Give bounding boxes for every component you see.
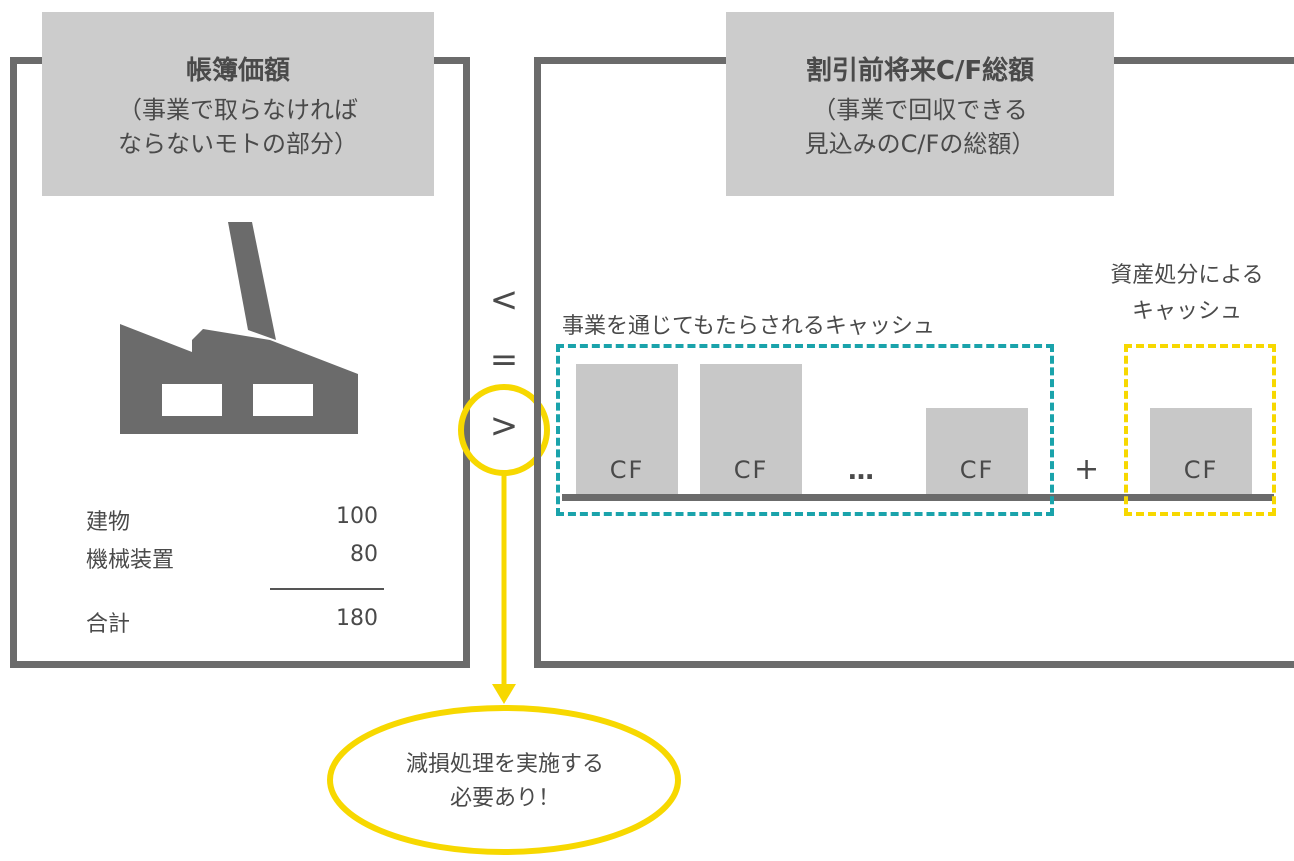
cf-bar-label: CF: [609, 456, 645, 484]
total-divider: [270, 588, 384, 590]
plus-sign: +: [1074, 452, 1100, 487]
cf-bar-disposal: CF: [1150, 408, 1252, 496]
disposal-cash-label: 資産処分による キャッシュ: [1110, 263, 1264, 324]
ellipsis: …: [848, 456, 874, 486]
factory-icon: [120, 222, 358, 434]
asset-label-building: 建物: [86, 510, 131, 535]
greater-than-sign: >: [489, 406, 519, 446]
less-than-sign: <: [489, 280, 519, 320]
business-cash-label: 事業を通じてもたらされるキャッシュ: [562, 314, 935, 339]
asset-label-machinery: 機械装置: [86, 548, 175, 573]
equal-sign: =: [489, 340, 519, 380]
total-label: 合計: [86, 612, 131, 637]
cf-bar-2: CF: [700, 364, 802, 496]
asset-value-building: 100: [336, 504, 378, 529]
conclusion-text: 減損処理を実施する 必要あり！: [405, 752, 604, 811]
asset-value-machinery: 80: [350, 542, 378, 567]
disposal-cash-group: [1124, 344, 1276, 516]
future-cf-title: 割引前将来C/F総額: [805, 56, 1035, 86]
business-cash-group: [556, 344, 1054, 516]
future-cf-header: 割引前将来C/F総額 （事業で回収できる 見込みのC/Fの総額）: [726, 12, 1114, 196]
total-value: 180: [336, 606, 378, 631]
book-value-subtitle: （事業で取らなければ ならないモトの部分）: [118, 96, 358, 158]
book-value-title: 帳簿価額: [185, 56, 290, 86]
cf-bar-3: CF: [926, 408, 1028, 496]
cf-bar-1: CF: [576, 364, 678, 496]
future-cf-subtitle: （事業で回収できる 見込みのC/Fの総額）: [804, 96, 1036, 158]
cf-bar-label: CF: [959, 456, 995, 484]
cf-bar-label: CF: [733, 456, 769, 484]
cf-bar-label: CF: [1183, 456, 1219, 484]
timeline-baseline: [562, 494, 1274, 501]
book-value-header: 帳簿価額 （事業で取らなければ ならないモトの部分）: [42, 12, 434, 196]
